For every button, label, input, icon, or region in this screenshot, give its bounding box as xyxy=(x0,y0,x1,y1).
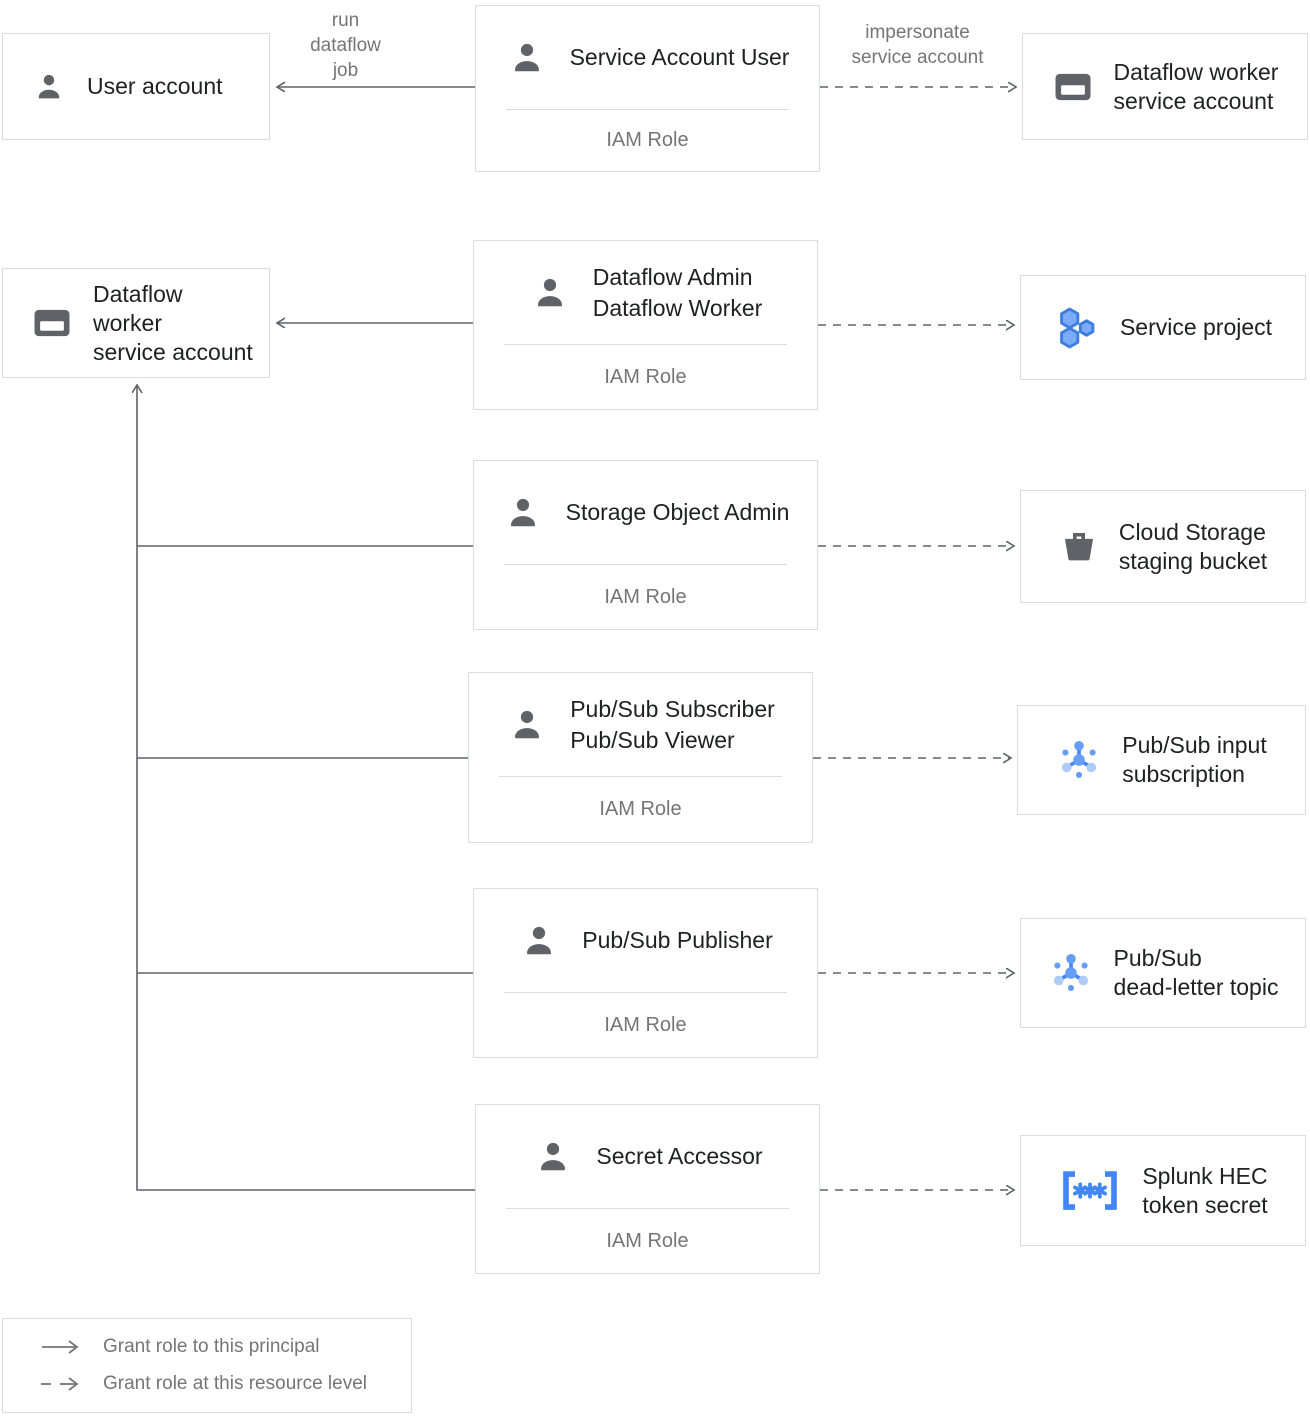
iam-role-label: IAM Role xyxy=(606,1229,689,1252)
iam-role-label: IAM Role xyxy=(604,365,687,388)
divider xyxy=(506,1208,789,1209)
resource-label-line: service account xyxy=(1113,87,1274,114)
legend-label-dashed: Grant role at this resource level xyxy=(103,1373,368,1394)
edge-label-line: service account xyxy=(851,47,984,68)
arrow-grant-to-worker-sa xyxy=(137,385,475,1191)
dataflow-worker-service-account-resource-box: Dataflow worker service account xyxy=(1022,33,1308,140)
iam-role-label: IAM Role xyxy=(606,129,689,151)
iam-role-box-secret-accessor: Secret Accessor IAM Role xyxy=(475,1104,820,1274)
secret-icon xyxy=(1058,1168,1122,1213)
resource-label-line: Pub/Sub xyxy=(1113,945,1202,971)
resource-label-line: staging bucket xyxy=(1118,547,1268,574)
person-icon xyxy=(529,272,571,314)
project-icon xyxy=(1054,305,1100,351)
iam-role-box-pubsub-publisher: Pub/Sub Publisher IAM Role xyxy=(473,888,818,1058)
resource-label-line: Cloud Storage xyxy=(1118,518,1266,545)
edge-label-line: job xyxy=(332,60,359,81)
cloud-storage-staging-bucket-box: Cloud Storage staging bucket xyxy=(1020,490,1306,603)
person-icon xyxy=(506,704,548,746)
iam-role-box-pubsub-subscriber-viewer: Pub/Sub Subscriber Pub/Sub Viewer IAM Ro… xyxy=(468,672,813,843)
resource-label-line: Service project xyxy=(1119,314,1273,340)
resource-label-line: dead-letter topic xyxy=(1113,974,1279,1000)
edge-label-run-dataflow-job: run dataflow job xyxy=(283,8,408,83)
pubsub-icon xyxy=(1048,950,1094,996)
iam-role-box-storage-object-admin: Storage Object Admin IAM Role xyxy=(473,460,818,630)
edge-label-line: run xyxy=(331,10,360,31)
bucket-icon xyxy=(1059,527,1099,567)
dataflow-worker-service-account-box: Dataflow worker service account xyxy=(2,268,270,378)
person-icon xyxy=(518,920,560,962)
divider xyxy=(504,344,787,345)
role-title-line: Pub/Sub Subscriber xyxy=(570,695,775,722)
resource-label-line: Splunk HEC xyxy=(1142,1162,1268,1189)
pubsub-input-subscription-box: Pub/Sub input subscription xyxy=(1017,705,1306,815)
entity-label-line: Dataflow worker xyxy=(93,280,183,336)
iam-role-box-dataflow-admin-worker: Dataflow Admin Dataflow Worker IAM Role xyxy=(473,240,818,410)
legend-row-grant-resource: Grant role at this resource level xyxy=(39,1373,411,1395)
pubsub-dead-letter-topic-box: Pub/Sub dead-letter topic xyxy=(1020,918,1306,1028)
service-project-box: Service project xyxy=(1020,275,1306,380)
resource-label-line: Dataflow worker xyxy=(1113,58,1279,85)
edge-label-line: impersonate xyxy=(865,22,970,43)
pubsub-icon xyxy=(1056,737,1102,783)
person-icon xyxy=(502,492,544,534)
solid-arrow-icon xyxy=(39,1338,85,1356)
resource-label-line: subscription xyxy=(1122,761,1245,787)
role-title-line: Dataflow Admin xyxy=(592,263,753,290)
service-account-icon xyxy=(1052,66,1094,108)
person-icon xyxy=(506,37,548,79)
divider xyxy=(506,109,789,110)
user-account-label: User account xyxy=(87,73,223,99)
iam-role-label: IAM Role xyxy=(599,798,682,820)
edge-label-impersonate-service-account: impersonate service account xyxy=(815,20,1020,70)
service-account-icon xyxy=(31,302,73,344)
role-title-line: Pub/Sub Publisher xyxy=(582,927,773,953)
role-title-line: Dataflow Worker xyxy=(592,294,763,321)
legend-row-grant-principal: Grant role to this principal xyxy=(39,1336,411,1358)
person-icon xyxy=(31,69,67,105)
legend: Grant role to this principal Grant role … xyxy=(2,1318,412,1413)
resource-label-line: Pub/Sub input xyxy=(1122,732,1267,758)
iam-role-label: IAM Role xyxy=(604,1013,687,1036)
divider xyxy=(504,992,787,993)
user-account-box: User account xyxy=(2,33,270,140)
legend-label-solid: Grant role to this principal xyxy=(103,1336,320,1357)
iam-role-box-service-account-user: Service Account User IAM Role xyxy=(475,5,820,172)
role-title-line: Secret Accessor xyxy=(596,1143,763,1169)
person-icon xyxy=(532,1136,574,1178)
entity-label-line: service account xyxy=(93,338,253,365)
divider xyxy=(499,776,782,777)
role-title-line: Pub/Sub Viewer xyxy=(570,726,735,753)
edge-label-line: dataflow xyxy=(310,35,381,56)
iam-role-label: IAM Role xyxy=(604,585,687,608)
resource-label-line: token secret xyxy=(1142,1191,1268,1218)
dashed-arrow-icon xyxy=(39,1375,85,1393)
role-title-line: Service Account User xyxy=(569,44,790,70)
role-title-line: Storage Object Admin xyxy=(565,499,790,525)
divider xyxy=(504,564,787,565)
splunk-hec-token-secret-box: Splunk HEC token secret xyxy=(1020,1135,1306,1246)
